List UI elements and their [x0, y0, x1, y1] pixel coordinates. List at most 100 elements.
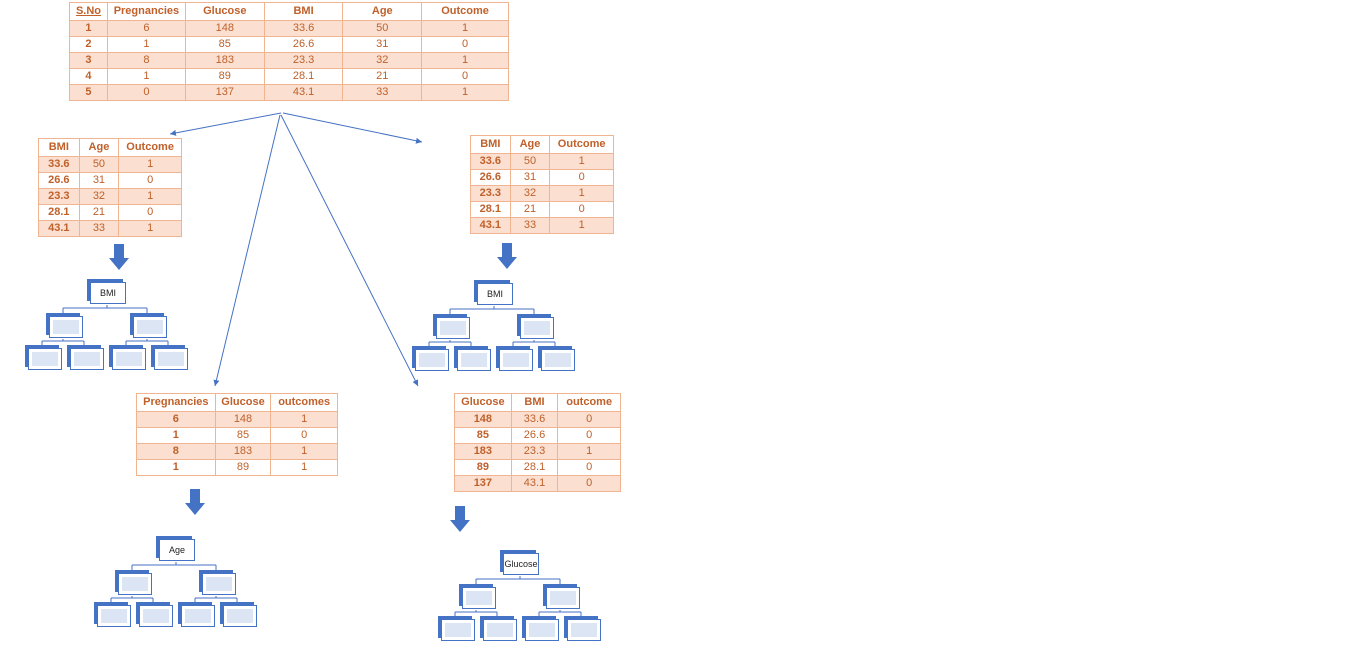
table-cell: 1: [136, 459, 216, 476]
table-cell: 0: [106, 84, 186, 101]
split-arrow-top-right: [282, 112, 423, 144]
table-cell: 33: [342, 84, 423, 101]
down-arrow-icon: [450, 506, 470, 532]
split-arrow-top-left: [169, 112, 282, 136]
table-cell: 33.6: [470, 153, 511, 170]
table-cell: 1: [118, 188, 182, 205]
table-cell: 1: [549, 185, 614, 202]
tree-branch-node: [49, 316, 83, 338]
table-header-row: BMI Age Outcome: [470, 135, 614, 154]
tree-leaf-node-fill: [545, 353, 571, 367]
tree-leaf-node: [139, 605, 173, 627]
tree-leaf-node-fill: [445, 623, 471, 637]
table-cell: 50: [342, 20, 423, 37]
tree-leaf-node-fill: [487, 623, 513, 637]
table-cell: 1: [421, 20, 509, 37]
table-cell: 1: [421, 52, 509, 69]
table-cell: 0: [557, 427, 621, 444]
table-cell: 8: [106, 52, 186, 69]
tree-leaf-node-fill: [74, 352, 100, 366]
table-cell: 148: [184, 20, 265, 37]
tree-leaf-node-fill: [185, 609, 211, 623]
tree-leaf-node-fill: [227, 609, 253, 623]
tree-branch-node: [462, 587, 496, 609]
col-header: BMI: [38, 138, 80, 157]
table-cell: 148: [454, 411, 512, 428]
table-cell: 4: [69, 68, 108, 85]
table-cell: 21: [342, 68, 423, 85]
table-cell: 6: [106, 20, 186, 37]
table-cell: 1: [549, 217, 614, 234]
col-header: outcomes: [270, 393, 338, 412]
table-cell: 1: [270, 411, 338, 428]
col-header: outcome: [557, 393, 621, 412]
col-header: Glucose: [454, 393, 512, 412]
tree-leaf-node: [499, 349, 533, 371]
tree-branch-node-fill: [206, 577, 232, 591]
table-cell: 137: [454, 475, 512, 492]
table-cell: 1: [69, 20, 108, 37]
col-header: BMI: [510, 393, 559, 412]
tree-leaf-node-fill: [158, 352, 184, 366]
table-cell: 1: [270, 443, 338, 460]
table-cell: 26.6: [263, 36, 344, 53]
down-arrow-icon: [109, 244, 129, 270]
table-cell: 0: [557, 459, 621, 476]
table-cell: 1: [118, 220, 182, 237]
tree-leaf-node: [567, 619, 601, 641]
table-cell: 31: [509, 169, 551, 186]
table-cell: 183: [184, 52, 265, 69]
tree-leaf-node-fill: [143, 609, 169, 623]
table-cell: 0: [421, 68, 509, 85]
tree-root-node: Glucose: [503, 553, 539, 575]
tree-branch-node-fill: [440, 321, 466, 335]
col-header: Age: [342, 2, 423, 21]
tree-leaf-node-fill: [571, 623, 597, 637]
tree-leaf-node: [70, 348, 104, 370]
table-cell: 28.1: [470, 201, 511, 218]
table-cell: 8: [136, 443, 216, 460]
tree-root-node-fill: [481, 287, 509, 301]
table-cell: 85: [214, 427, 272, 444]
tree-leaf-node: [28, 348, 62, 370]
tree-branch-node-fill: [466, 591, 492, 605]
table-cell: 89: [184, 68, 265, 85]
table-cell: 1: [106, 36, 186, 53]
table-cell: 85: [184, 36, 265, 53]
col-header: Glucose: [214, 393, 272, 412]
tree-branch-node-fill: [53, 320, 79, 334]
table-cell: 43.1: [38, 220, 80, 237]
table-cell: 183: [214, 443, 272, 460]
table-cell: 31: [78, 172, 120, 189]
tree-leaf-node: [97, 605, 131, 627]
table-cell: 1: [549, 153, 614, 170]
col-header: BMI: [263, 2, 344, 21]
table-cell: 1: [421, 84, 509, 101]
table-cell: 26.6: [38, 172, 80, 189]
tree-branch-node-fill: [137, 320, 163, 334]
table-cell: 23.3: [38, 188, 80, 205]
table-cell: 183: [454, 443, 512, 460]
col-header: Outcome: [421, 2, 509, 21]
col-header: Age: [78, 138, 120, 157]
col-header: Outcome: [549, 135, 614, 154]
table-cell: 33.6: [263, 20, 344, 37]
tree-branch-node-fill: [122, 577, 148, 591]
table-cell: 0: [549, 169, 614, 186]
